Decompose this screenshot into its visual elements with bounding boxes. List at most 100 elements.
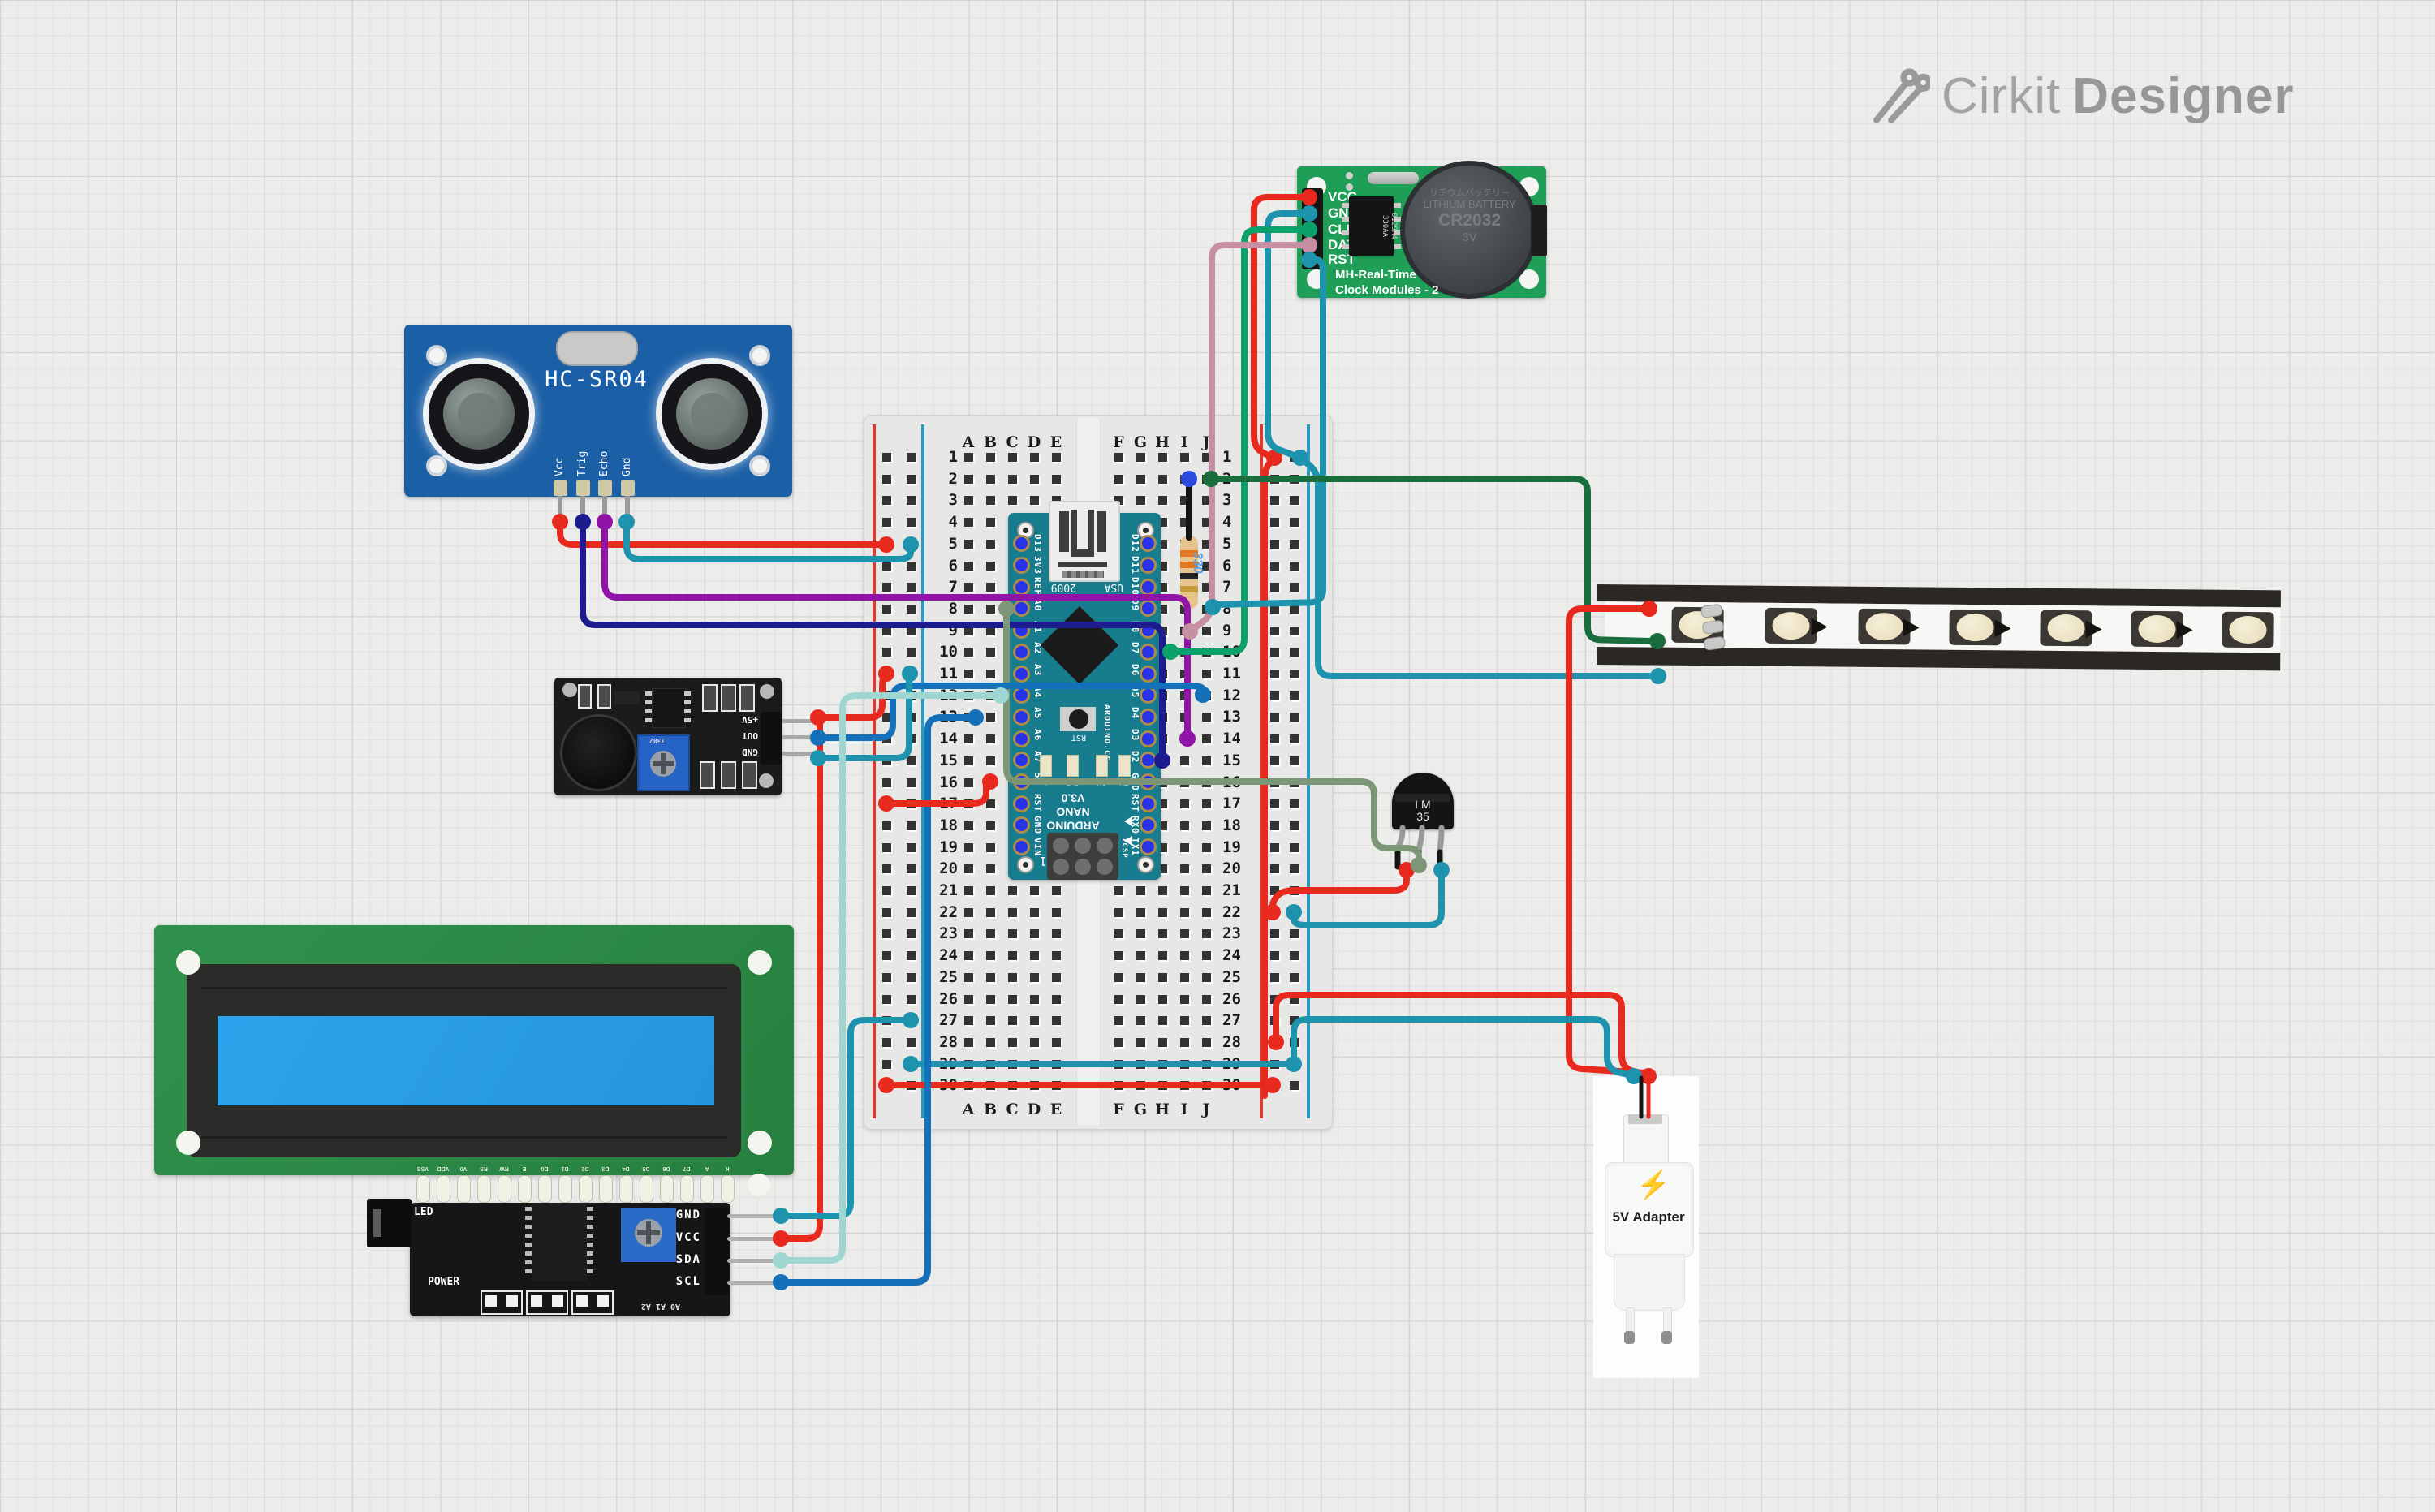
breadboard-hole[interactable] [907,670,916,678]
breadboard-hole[interactable] [964,1081,973,1091]
breadboard-hole[interactable] [986,886,995,895]
breadboard-hole[interactable] [907,691,916,700]
breadboard-hole[interactable] [986,929,995,939]
breadboard-hole[interactable] [964,994,973,1004]
breadboard-hole[interactable] [907,972,916,982]
breadboard-hole[interactable] [986,994,995,1004]
breadboard-hole[interactable] [964,670,973,678]
breadboard-hole[interactable] [1114,951,1123,961]
breadboard-hole[interactable] [1158,1016,1167,1026]
breadboard-hole[interactable] [1136,474,1145,484]
breadboard-hole[interactable] [1270,1081,1279,1091]
nano-pin[interactable] [1012,687,1030,704]
breadboard-hole[interactable] [1136,951,1145,961]
breadboard-hole[interactable] [1202,842,1211,852]
breadboard-hole[interactable] [1290,453,1299,462]
breadboard-hole[interactable] [882,713,891,722]
nano-pin[interactable] [1012,708,1030,726]
breadboard-hole[interactable] [907,648,916,657]
breadboard-hole[interactable] [964,561,973,571]
breadboard-hole[interactable] [1158,951,1167,961]
breadboard-hole[interactable] [1114,496,1123,506]
breadboard-hole[interactable] [1180,756,1189,765]
breadboard-hole[interactable] [964,648,973,657]
nano-pin[interactable] [1139,752,1157,769]
breadboard-hole[interactable] [1270,713,1279,722]
breadboard-hole[interactable] [1270,778,1279,787]
breadboard-hole[interactable] [1052,496,1061,506]
hcsr04-pin-pad[interactable] [576,480,590,496]
breadboard-hole[interactable] [1202,1037,1211,1047]
breadboard-hole[interactable] [1290,799,1299,809]
breadboard-hole[interactable] [1270,864,1279,874]
breadboard-hole[interactable] [1052,994,1061,1004]
breadboard-hole[interactable] [986,734,995,744]
breadboard-hole[interactable] [1180,994,1189,1004]
breadboard-hole[interactable] [1136,1059,1145,1069]
wire-endpoint[interactable] [1433,862,1450,878]
breadboard-hole[interactable] [1158,496,1167,506]
breadboard-hole[interactable] [1290,1037,1299,1047]
breadboard-hole[interactable] [1270,1059,1279,1069]
wire-strip-5v-to-adapter[interactable] [1566,605,1653,1076]
nano-pin[interactable] [1139,773,1157,790]
breadboard-hole[interactable] [1052,929,1061,939]
breadboard-hole[interactable] [1114,453,1123,462]
breadboard-hole[interactable] [1290,670,1299,678]
breadboard-hole[interactable] [1202,929,1211,939]
lcd-pin-pad[interactable] [518,1175,532,1203]
rtc-pin-pad[interactable] [1308,193,1317,201]
breadboard-hole[interactable] [1114,1081,1123,1091]
breadboard-hole[interactable] [1202,972,1211,982]
nano-pin[interactable] [1012,773,1030,790]
breadboard-hole[interactable] [907,951,916,961]
breadboard-hole[interactable] [1202,821,1211,830]
breadboard-hole[interactable] [1202,670,1211,678]
breadboard-hole[interactable] [986,972,995,982]
breadboard-hole[interactable] [964,951,973,961]
lcd-pin-pad[interactable] [640,1175,653,1203]
breadboard-hole[interactable] [964,778,973,787]
breadboard-hole[interactable] [882,756,891,765]
breadboard-hole[interactable] [964,1059,973,1069]
breadboard-hole[interactable] [1008,1037,1017,1047]
breadboard-hole[interactable] [1202,691,1211,700]
breadboard-hole[interactable] [986,1081,995,1091]
icsp-pin[interactable] [1097,859,1113,875]
lcd-pin-pad[interactable] [457,1175,471,1203]
breadboard-hole[interactable] [1052,1037,1061,1047]
breadboard-hole[interactable] [1270,691,1279,700]
breadboard-hole[interactable] [1180,1037,1189,1047]
breadboard-hole[interactable] [882,648,891,657]
breadboard-hole[interactable] [964,842,973,852]
breadboard-hole[interactable] [1136,994,1145,1004]
breadboard-hole[interactable] [907,756,916,765]
breadboard-hole[interactable] [1052,1016,1061,1026]
breadboard-hole[interactable] [882,626,891,635]
breadboard-hole[interactable] [964,1016,973,1026]
breadboard-hole[interactable] [1180,951,1189,961]
breadboard-hole[interactable] [1270,604,1279,614]
breadboard-hole[interactable] [986,778,995,787]
breadboard-hole[interactable] [986,518,995,528]
breadboard-hole[interactable] [1202,799,1211,809]
breadboard-hole[interactable] [964,1037,973,1047]
nano-pin[interactable] [1139,838,1157,856]
breadboard-hole[interactable] [1290,496,1299,506]
breadboard-hole[interactable] [1270,799,1279,809]
breadboard-hole[interactable] [1180,907,1189,917]
nano-pin[interactable] [1139,622,1157,640]
breadboard-hole[interactable] [964,626,973,635]
lcd-pin-pad[interactable] [538,1175,552,1203]
breadboard-hole[interactable] [1158,886,1167,895]
breadboard-hole[interactable] [1270,1037,1279,1047]
breadboard-hole[interactable] [986,604,995,614]
breadboard-hole[interactable] [1180,972,1189,982]
breadboard-hole[interactable] [1270,648,1279,657]
nano-pin[interactable] [1012,816,1030,834]
breadboard-hole[interactable] [1290,842,1299,852]
breadboard-hole[interactable] [1270,756,1279,765]
breadboard-hole[interactable] [882,778,891,787]
nano-pin[interactable] [1012,643,1030,661]
breadboard-hole[interactable] [986,1059,995,1069]
